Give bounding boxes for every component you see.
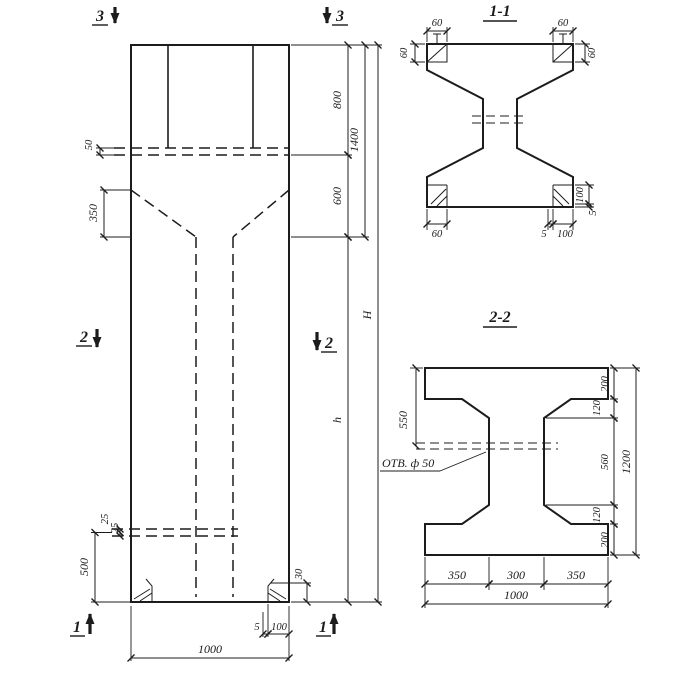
section-2-2: 2-2 ОТВ. ф 50 xyxy=(380,309,640,608)
section-2-2-dimension-texts: 550 200 120 560 120 200 1200 350 300 350… xyxy=(396,375,633,602)
hole-callout: ОТВ. ф 50 xyxy=(380,451,487,472)
dim-300: 300 xyxy=(506,568,525,582)
section-marker-1-left: 1 xyxy=(73,619,81,636)
dim-1000-base: 1000 xyxy=(198,642,222,656)
dim-30: 30 xyxy=(294,568,305,580)
section-marker-1-right: 1 xyxy=(319,619,327,636)
elevation-dimension-texts: 800 600 h 1400 H 50 350 25 25 500 30 5 1… xyxy=(77,91,374,656)
section-2-2-outline xyxy=(424,367,609,556)
dim-1000: 1000 xyxy=(504,588,528,602)
dim-350: 350 xyxy=(86,204,100,223)
dim-5-bottom: 5 xyxy=(541,229,546,240)
dim-350-left: 350 xyxy=(447,568,466,582)
section-marker-2-right: 2 xyxy=(324,335,333,352)
section-1-1-title: 1-1 xyxy=(489,3,510,20)
dim-600: 600 xyxy=(330,187,344,205)
dim-200-bottom: 200 xyxy=(600,531,611,548)
dim-560: 560 xyxy=(600,453,611,470)
elevation-dimension-lines xyxy=(91,41,382,662)
hole-diameter-label: ОТВ. ф 50 xyxy=(382,456,434,470)
section-2-2-dimensions xyxy=(410,364,640,608)
dim-25-upper: 25 xyxy=(100,514,111,525)
dim-120-top: 120 xyxy=(592,399,603,416)
column-outline xyxy=(130,44,290,603)
section-1-1-dimension-texts: 60 60 60 60 60 5 100 100 5 xyxy=(399,18,599,240)
dim-200-top: 200 xyxy=(600,375,611,392)
dim-550: 550 xyxy=(396,411,410,429)
section-1-1: 1-1 xyxy=(399,3,599,240)
dim-H: H xyxy=(360,309,374,320)
column-hidden-lines xyxy=(112,147,290,597)
dim-100-base: 100 xyxy=(271,622,288,633)
dim-5-base: 5 xyxy=(254,622,259,633)
section-marker-3-left: 3 xyxy=(95,8,104,25)
dim-60-left: 60 xyxy=(399,47,410,58)
dim-50: 50 xyxy=(84,139,95,150)
dim-1200: 1200 xyxy=(619,450,633,474)
dim-25-lower: 25 xyxy=(110,523,121,534)
corner-angles-bottom xyxy=(427,184,573,207)
section-1-1-dimensions xyxy=(410,27,594,230)
section-2-2-title: 2-2 xyxy=(488,309,510,326)
section-cut-markers: 3 3 2 2 1 1 xyxy=(70,7,348,637)
embedded-plates-top xyxy=(426,33,574,63)
dim-800: 800 xyxy=(330,91,344,109)
web-hole-lines xyxy=(416,442,558,450)
dim-120-bottom: 120 xyxy=(592,506,603,523)
elevation-view: 800 600 h 1400 H 50 350 25 25 500 30 5 1… xyxy=(70,7,382,662)
dim-350-right: 350 xyxy=(566,568,585,582)
dim-60-right: 60 xyxy=(587,47,598,58)
dim-1400: 1400 xyxy=(347,128,361,152)
dim-100-right: 100 xyxy=(575,186,586,203)
section-marker-2-left: 2 xyxy=(79,329,88,346)
dim-500: 500 xyxy=(77,558,91,576)
dim-60-top-left: 60 xyxy=(432,18,443,29)
section-marker-3-right: 3 xyxy=(335,8,344,25)
dim-h: h xyxy=(330,417,344,423)
dim-60-top-right: 60 xyxy=(558,18,569,29)
dim-5-right: 5 xyxy=(588,210,599,215)
dim-60-bottom-left: 60 xyxy=(432,229,443,240)
dim-100-bottom: 100 xyxy=(557,229,574,240)
section-1-1-outline xyxy=(426,43,574,208)
web-hole-hidden-lines xyxy=(472,115,528,124)
